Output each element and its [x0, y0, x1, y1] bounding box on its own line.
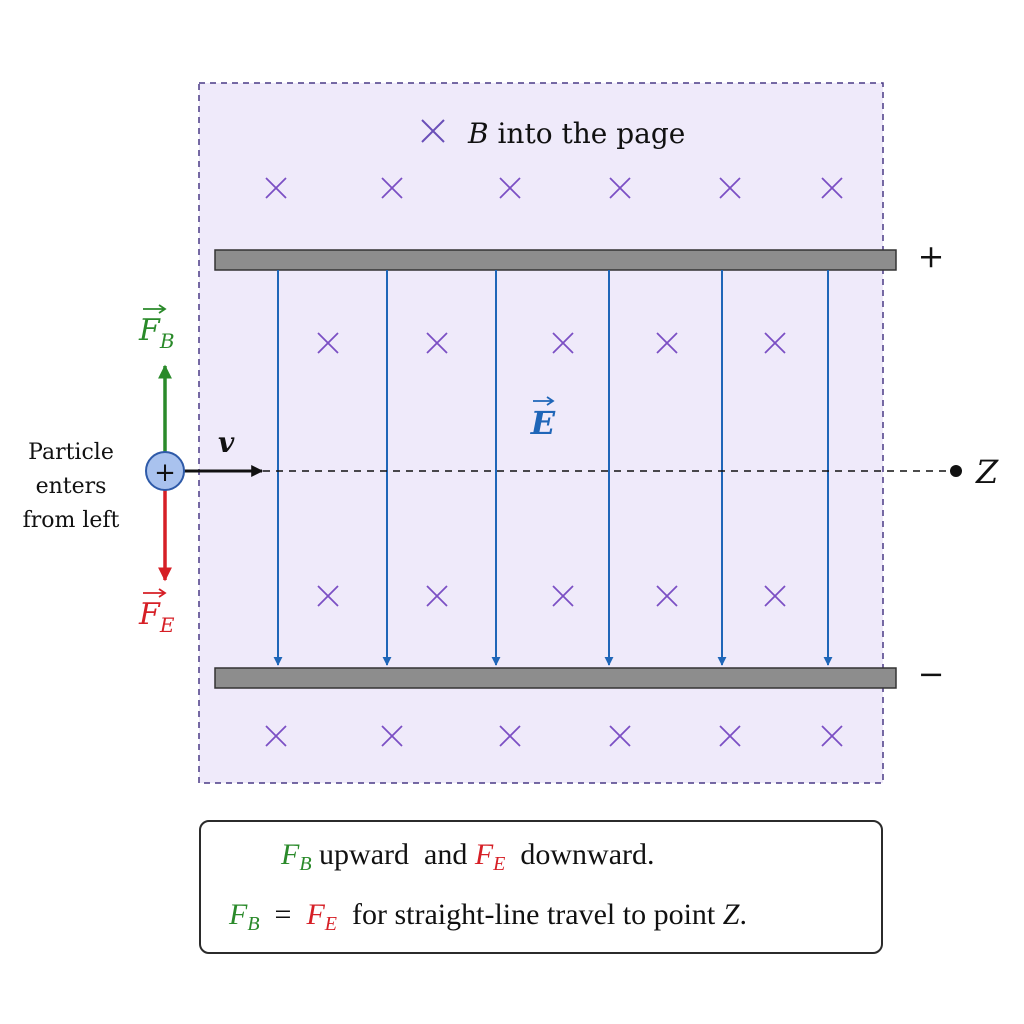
cross-mark — [719, 177, 741, 199]
cross-mark — [656, 585, 678, 607]
positive-plate-sign: + — [918, 237, 945, 275]
cross-mark — [265, 725, 287, 747]
target-point-label: Z — [975, 453, 999, 491]
vector-arrow-icon — [143, 588, 167, 598]
note-fb-symbol: F — [229, 898, 248, 931]
cross-mark — [821, 177, 843, 199]
note-line-1-end: downward. — [505, 838, 655, 871]
note-fb-subscript: B — [247, 913, 260, 935]
charged-particle — [145, 451, 185, 491]
e-field-symbol: E — [530, 404, 556, 442]
cross-mark — [426, 332, 448, 354]
cross-mark — [821, 725, 843, 747]
cross-mark — [552, 332, 574, 354]
cross-mark — [317, 332, 339, 354]
into-page-cross-marks — [265, 177, 843, 747]
b-symbol: B — [467, 117, 489, 150]
cross-mark — [764, 585, 786, 607]
electric-force-label: FE — [138, 588, 175, 637]
note-line-1-middle: upward and — [311, 838, 475, 871]
cross-mark — [499, 177, 521, 199]
note-fb-subscript: B — [299, 853, 312, 875]
e-field-vector-arrow — [533, 396, 555, 406]
cross-icon — [421, 119, 445, 143]
electric-force-symbol: F — [138, 597, 161, 632]
note-line-2: FB = FE for straight-line travel to poin… — [229, 898, 747, 936]
cross-mark — [719, 725, 741, 747]
note-line-2-middle: for straight-line travel to point — [337, 898, 723, 931]
velocity-label: v — [218, 426, 235, 459]
cross-mark — [552, 585, 574, 607]
electric-field-lines — [273, 270, 833, 666]
note-z-label: Z — [722, 898, 740, 931]
caption-line-2: enters — [36, 474, 107, 499]
magnetic-force-subscript: B — [159, 329, 175, 353]
negative-plate — [214, 667, 897, 689]
note-fe-subscript: E — [493, 853, 506, 875]
electric-force-subscript: E — [159, 613, 175, 637]
cross-mark — [609, 725, 631, 747]
note-fe-symbol: F — [306, 898, 325, 931]
note-equals: = — [259, 898, 307, 931]
cross-mark — [317, 585, 339, 607]
vector-arrow-icon — [143, 304, 167, 314]
e-field-label: E — [530, 404, 556, 442]
explanation-note: FB upward and FE downward. FB = FE for s… — [199, 820, 883, 954]
cross-mark — [764, 332, 786, 354]
magnetic-force-label: FB — [138, 304, 175, 353]
positive-plate — [214, 249, 897, 271]
note-line-1: FB upward and FE downward. — [281, 838, 655, 876]
b-description: into the page — [489, 117, 686, 150]
negative-plate-sign: − — [918, 655, 945, 693]
svg-text:FB: FB — [138, 313, 175, 353]
cross-mark — [426, 585, 448, 607]
magnetic-field-region — [198, 82, 884, 784]
caption-line-3: from left — [23, 508, 120, 533]
note-fe-symbol: F — [474, 838, 494, 871]
particle-caption: Particle enters from left — [23, 440, 120, 533]
particle-charge-sign: + — [154, 458, 176, 488]
b-field-label: B into the page — [421, 117, 685, 150]
target-point — [950, 465, 962, 477]
note-fb-symbol: F — [281, 838, 300, 871]
note-fe-subscript: E — [324, 913, 338, 935]
cross-mark — [381, 725, 403, 747]
svg-text:B into the page: B into the page — [467, 117, 685, 150]
cross-mark — [499, 725, 521, 747]
cross-mark — [381, 177, 403, 199]
cross-mark — [265, 177, 287, 199]
cross-mark — [609, 177, 631, 199]
note-line-2-end: . — [739, 898, 747, 931]
caption-line-1: Particle — [28, 440, 114, 465]
svg-text:FE: FE — [138, 597, 175, 637]
magnetic-force-symbol: F — [138, 313, 161, 348]
cross-mark — [656, 332, 678, 354]
